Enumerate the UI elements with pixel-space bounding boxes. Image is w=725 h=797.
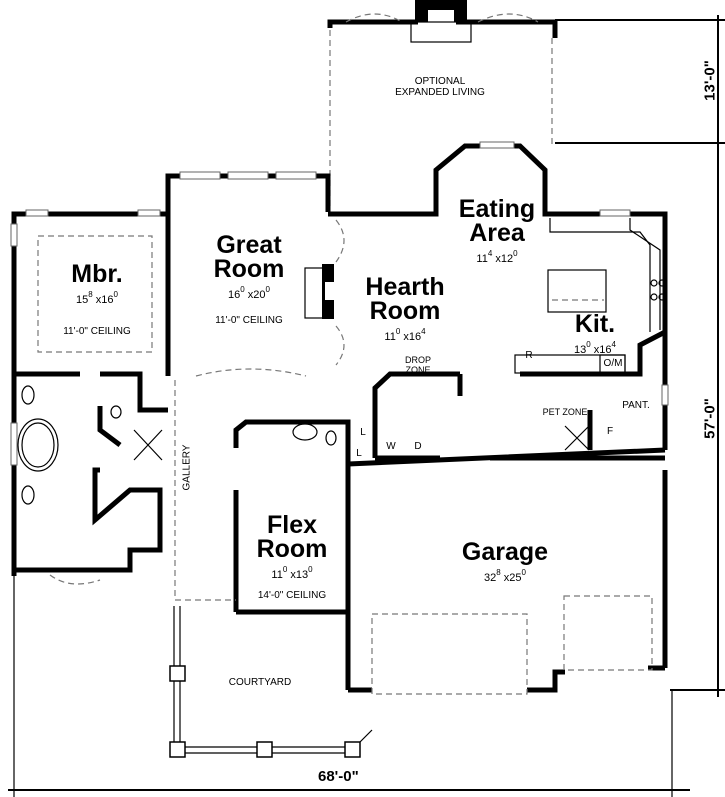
- kitchen-fixtures: [514, 218, 666, 374]
- ceiling-note: 11'-0" CEILING: [63, 326, 131, 337]
- room-dimensions: 328 x250: [484, 568, 526, 584]
- room-name-line1: Hearth: [365, 273, 445, 301]
- room-name-line2: Area: [469, 219, 525, 247]
- fridge-label: F: [606, 426, 614, 437]
- dryer-label: D: [414, 441, 422, 452]
- dashed-outlines: [37, 219, 653, 695]
- room-dimensions: 110 x164: [384, 327, 426, 343]
- garage-label: Garage 328 x250: [440, 538, 570, 585]
- dimension-lines: [8, 15, 725, 797]
- room-name-line1: Great: [216, 231, 282, 259]
- courtyard-label: COURTYARD: [228, 677, 292, 688]
- eating-area-label: Eating Area 114 x120: [437, 195, 557, 266]
- optional-label-line1: OPTIONAL: [414, 76, 466, 87]
- room-dimensions: 110 x130: [271, 565, 313, 581]
- optional-label-line2: EXPANDED LIVING: [395, 87, 485, 98]
- locker-label-1: L: [360, 427, 366, 438]
- oven-microwave-label: O/M: [603, 358, 623, 369]
- washer-label: W: [386, 441, 396, 452]
- room-name: Mbr.: [71, 260, 123, 288]
- room-name-line2: Room: [213, 255, 285, 283]
- locker-label-2: L: [356, 448, 362, 459]
- optional-expanded-living-label: OPTIONAL EXPANDED LIVING: [380, 76, 500, 98]
- windows: [10, 141, 669, 466]
- range-label: R: [525, 350, 533, 361]
- room-name: Kit.: [574, 310, 616, 338]
- overall-width-dimension: 68'-0": [318, 768, 359, 785]
- pet-zone-label: PET ZONE: [542, 407, 588, 417]
- courtyard-colonnade: [169, 606, 373, 758]
- room-name-line1: Eating: [458, 195, 536, 223]
- exterior-walls: [11, 143, 668, 693]
- bath-fixtures: [17, 385, 590, 505]
- room-dimensions: 158 x160: [76, 290, 118, 306]
- ceiling-note: 14'-0" CEILING: [257, 590, 327, 601]
- hearth-room-label: Hearth Room 110 x164: [345, 273, 465, 344]
- dimension-13ft: 13'-0": [701, 60, 719, 101]
- room-dimensions: 160 x200: [228, 285, 270, 301]
- optional-expanded-living: [327, 0, 558, 210]
- dimension-57ft: 57'-0": [701, 398, 719, 439]
- master-bedroom-label: Mbr. 158 x160 11'-0" CEILING: [37, 260, 157, 338]
- room-name: Garage: [461, 538, 549, 566]
- room-name-line2: Room: [256, 535, 328, 563]
- room-dimensions: 114 x120: [476, 249, 518, 265]
- pantry-label: PANT.: [622, 400, 650, 411]
- flex-room-label: Flex Room 110 x130 14'-0" CEILING: [236, 511, 348, 602]
- room-dimensions: 130 x164: [574, 340, 616, 356]
- gallery-label: GALLERY: [181, 444, 193, 491]
- fireplace: [304, 264, 339, 319]
- kitchen-label: Kit. 130 x164: [555, 310, 635, 357]
- great-room-label: Great Room 160 x200 11'-0" CEILING: [189, 231, 309, 327]
- room-name-line2: Room: [369, 297, 441, 325]
- room-name-line1: Flex: [266, 511, 318, 539]
- ceiling-note: 11'-0" CEILING: [215, 315, 283, 326]
